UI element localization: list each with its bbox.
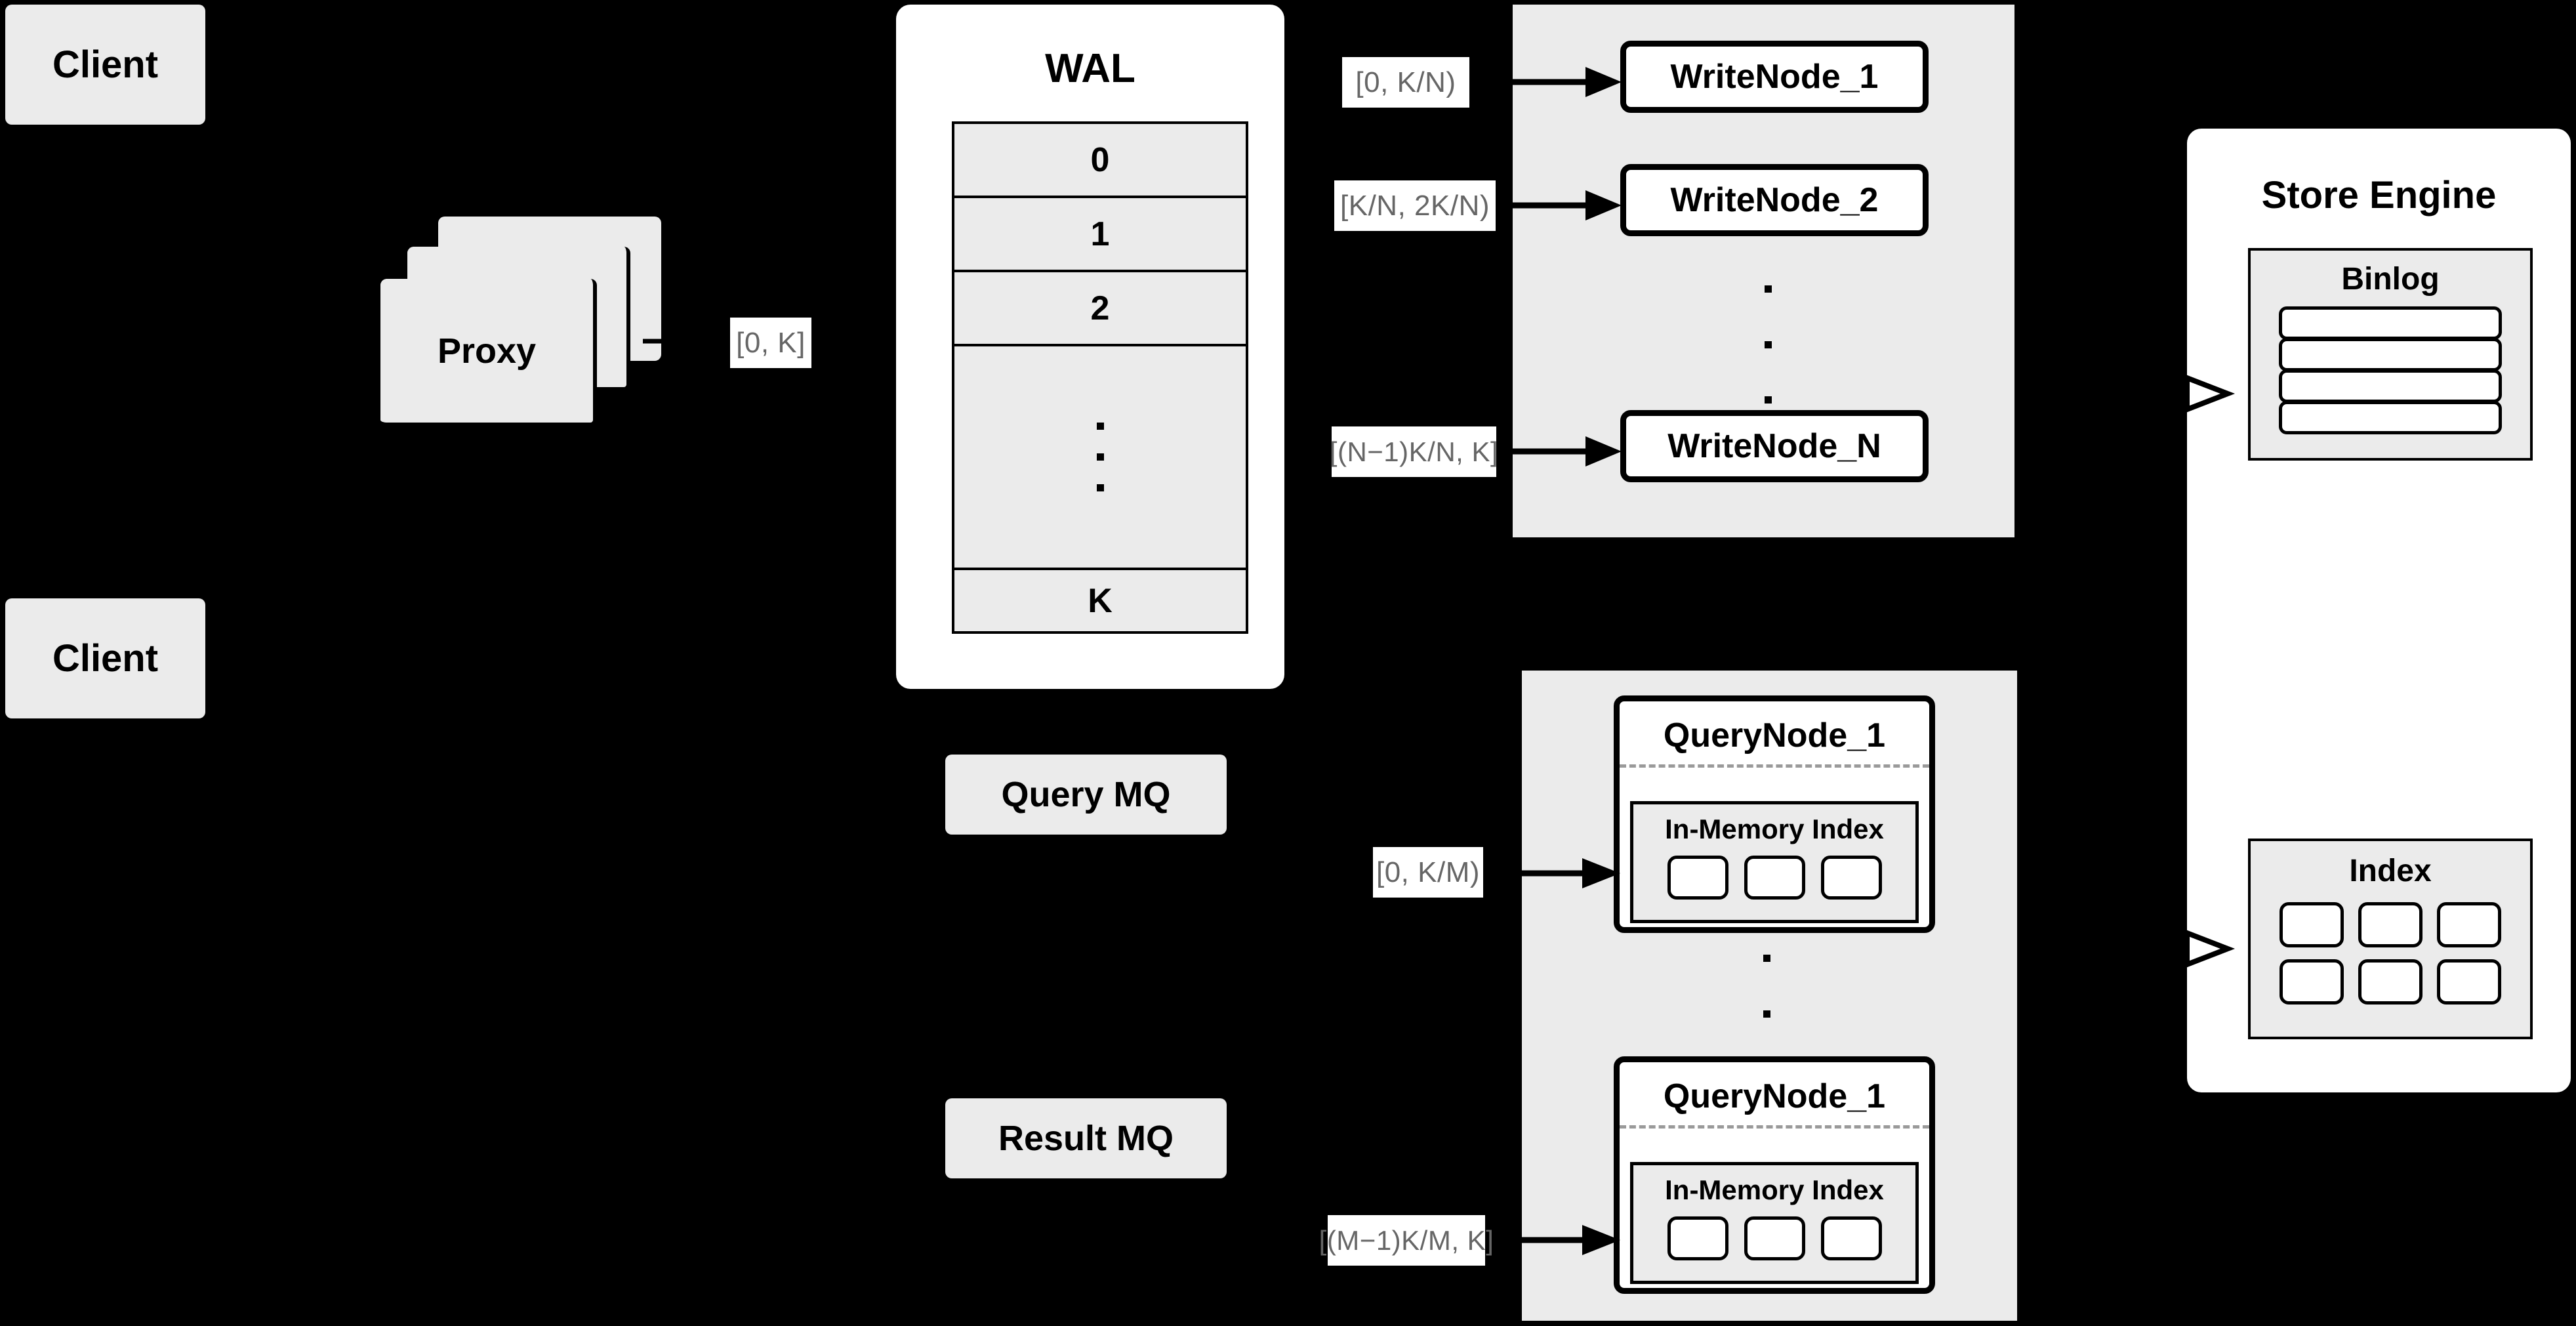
write-node-n[interactable]: WriteNode_N [1620,410,1929,482]
query-node-2-title: QueryNode_1 [1663,1077,1886,1115]
result-mq-label: Result MQ [998,1119,1174,1158]
index-cell-4[interactable] [2280,959,2344,1005]
index-cell-3[interactable] [2437,902,2501,947]
store-engine-panel: Store Engine Binlog Index [2187,129,2571,1092]
write-ellipsis-dot-3 [1764,396,1772,404]
result-mq-box[interactable]: Result MQ [945,1098,1227,1178]
proxy-stack[interactable]: Proxy [380,217,669,426]
index-segment-2-1[interactable] [1667,1216,1728,1260]
wal-panel: WAL 0 1 2 K [896,5,1284,689]
index-cell-6[interactable] [2437,959,2501,1005]
write-node-1[interactable]: WriteNode_1 [1620,41,1929,113]
range-label-proxy-to-wal: [0, K] [730,318,811,368]
wal-row-k[interactable]: K [952,568,1248,634]
index-container: Index [2248,839,2533,1039]
range-label-query-1: [0, K/M) [1373,847,1483,898]
write-node-ellipsis [1764,285,1772,404]
arrow-to-query-node-m [1503,1225,1620,1255]
index-segment-1-1[interactable] [1667,856,1728,900]
query-node-2-separator [1620,1125,1929,1129]
arrow-to-write-node-2 [1497,190,1622,220]
proxy-label: Proxy [437,331,537,371]
range-label-write-1: [0, K/N) [1342,57,1469,108]
binlog-row-3[interactable] [2279,369,2502,403]
wal-row-0[interactable]: 0 [952,121,1248,198]
binlog-row-4[interactable] [2279,401,2502,434]
query-ellipsis-dot-2 [1763,1010,1770,1018]
wal-title: WAL [1045,46,1135,91]
client-label-1: Client [52,43,159,86]
index-segment-2-3[interactable] [1820,1216,1882,1260]
index-cell-5[interactable] [2358,959,2423,1005]
client-box-2[interactable]: Client [5,598,205,718]
query-node-ellipsis [1763,955,1770,1073]
write-node-panel: WriteNode_1 WriteNode_2 WriteNode_N [1513,5,2014,537]
proxy-to-wal-connector [643,339,708,344]
wal-ellipsis-dot-3 [1096,484,1104,491]
query-node-1-separator [1620,764,1929,768]
arrow-to-binlog [2156,374,2236,413]
in-memory-index-title-2: In-Memory Index [1665,1174,1884,1205]
index-segment-2-2[interactable] [1744,1216,1805,1260]
index-segment-1-2[interactable] [1744,856,1805,900]
write-ellipsis-dot-2 [1764,341,1772,348]
wal-row-1[interactable]: 1 [952,196,1248,272]
write-ellipsis-dot-1 [1764,285,1772,293]
wal-row-2[interactable]: 2 [952,270,1248,346]
range-label-write-2: [K/N, 2K/N) [1334,180,1496,231]
arrow-to-query-node-1 [1503,858,1620,888]
wal-ellipsis-dot-1 [1096,423,1104,430]
query-mq-label: Query MQ [1001,775,1171,814]
query-node-2-in-memory-index: In-Memory Index [1630,1162,1919,1284]
store-engine-title: Store Engine [2261,174,2497,217]
client-box-1[interactable]: Client [5,5,205,125]
query-node-1[interactable]: QueryNode_1 In-Memory Index [1614,695,1935,933]
arrow-to-write-node-1 [1497,67,1622,97]
arrow-to-write-node-n [1497,436,1622,466]
arrow-to-index [2156,929,2236,968]
query-mq-box[interactable]: Query MQ [945,755,1227,835]
index-cell-1[interactable] [2280,902,2344,947]
binlog-row-1[interactable] [2279,306,2502,340]
query-node-1-title: QueryNode_1 [1663,716,1886,755]
wal-ellipsis-dot-2 [1096,453,1104,461]
proxy-card[interactable]: Proxy [380,279,593,423]
binlog-title: Binlog [2341,262,2440,297]
client-label-2: Client [52,637,159,680]
index-title: Index [2349,854,2432,888]
index-segment-1-3[interactable] [1820,856,1882,900]
query-node-1-in-memory-index: In-Memory Index [1630,801,1919,923]
query-node-2[interactable]: QueryNode_1 In-Memory Index [1614,1056,1935,1294]
range-label-query-m: [(M−1)K/M, K] [1319,1215,1494,1266]
range-label-write-n: [(N−1)K/N, K] [1330,426,1498,477]
wal-row-ellipsis [952,344,1248,570]
query-ellipsis-dot-1 [1763,955,1770,962]
wal-table: 0 1 2 K [952,121,1248,634]
query-node-panel: QueryNode_1 In-Memory Index [1522,671,2017,1321]
binlog-container: Binlog [2248,248,2533,461]
index-cell-2[interactable] [2358,902,2423,947]
write-node-2[interactable]: WriteNode_2 [1620,164,1929,236]
in-memory-index-title-1: In-Memory Index [1665,814,1884,844]
binlog-row-2[interactable] [2279,338,2502,371]
